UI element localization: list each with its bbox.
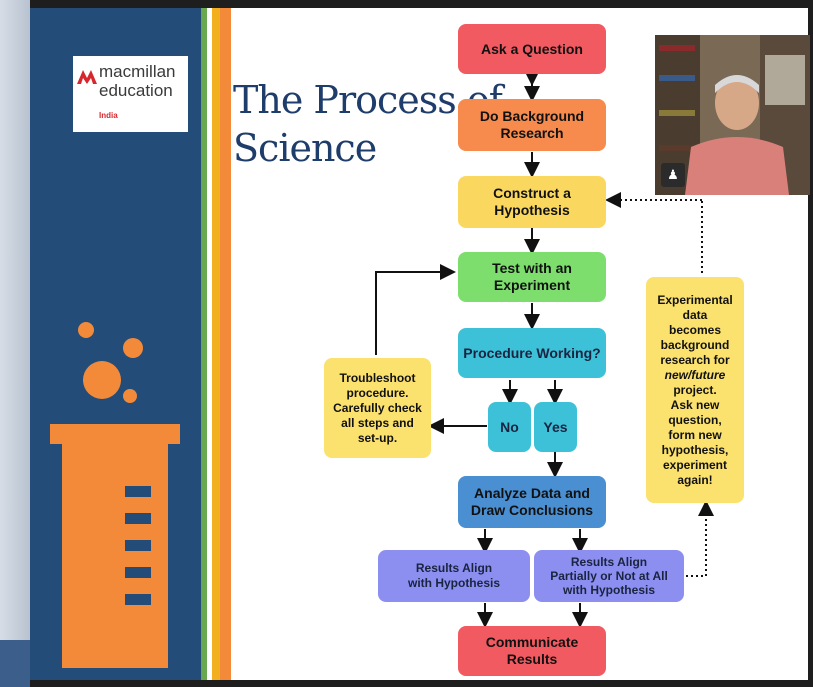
yellow-stripe (212, 8, 220, 680)
macmillan-logo: macmillan education India (73, 56, 188, 132)
macmillan-logo-icon (77, 70, 97, 84)
left-panel: macmillan education India (30, 8, 201, 680)
brand-line1: macmillan (99, 62, 176, 81)
brand-line3: India (99, 111, 118, 120)
step-no: No (488, 402, 531, 452)
slide-title: The Process of Science (233, 78, 503, 170)
desktop-edge (0, 0, 30, 687)
beaker-icon (50, 322, 180, 668)
step-procedure-working: Procedure Working? (458, 328, 606, 378)
webcam-video[interactable]: ♟ (655, 35, 810, 195)
presenter-image (655, 35, 810, 195)
step-ask-question: Ask a Question (458, 24, 606, 74)
taskbar-edge (0, 640, 30, 687)
orange-stripe (220, 8, 231, 680)
brand-line2: education (99, 81, 173, 100)
microphone-muted-icon[interactable]: ♟ (661, 163, 685, 187)
white-stripe (207, 8, 212, 680)
step-yes: Yes (534, 402, 577, 452)
green-stripe (201, 8, 207, 680)
